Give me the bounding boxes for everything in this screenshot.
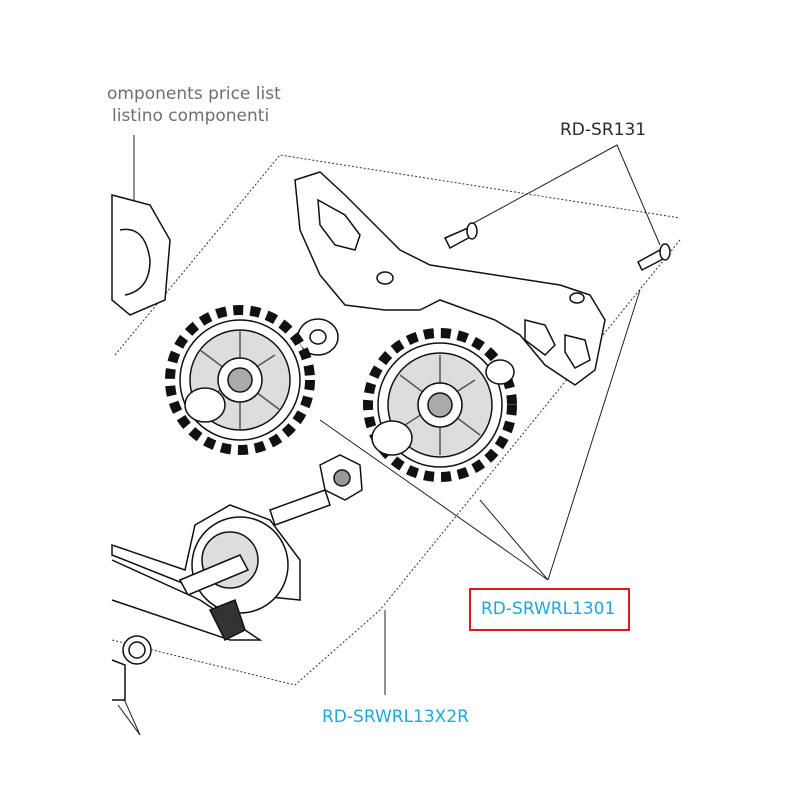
- part-label-rd-srwrl13x2r[interactable]: RD-SRWRL13X2R: [322, 707, 469, 727]
- derailleur-arm: [111, 489, 331, 642]
- leader-lines: [117, 135, 661, 736]
- part-label-rd-srwrl1301[interactable]: RD-SRWRL1301: [481, 599, 616, 619]
- washer: [297, 318, 339, 356]
- part-label-rd-sr131[interactable]: RD-SR131: [560, 120, 647, 140]
- highlight-box: [469, 588, 630, 631]
- bolt-right: [637, 243, 671, 272]
- partial-derailleur-body: [111, 194, 171, 316]
- bolt-left: [443, 222, 478, 250]
- price-list-title-it: listino componenti: [112, 106, 270, 126]
- small-washer: [111, 635, 152, 701]
- nut: [319, 454, 363, 501]
- lower-pulley: [363, 328, 517, 482]
- upper-pulley: [165, 305, 315, 455]
- cage-plate: [294, 171, 606, 386]
- kit-boundary: [111, 154, 681, 686]
- price-list-title-en: omponents price list: [107, 84, 281, 104]
